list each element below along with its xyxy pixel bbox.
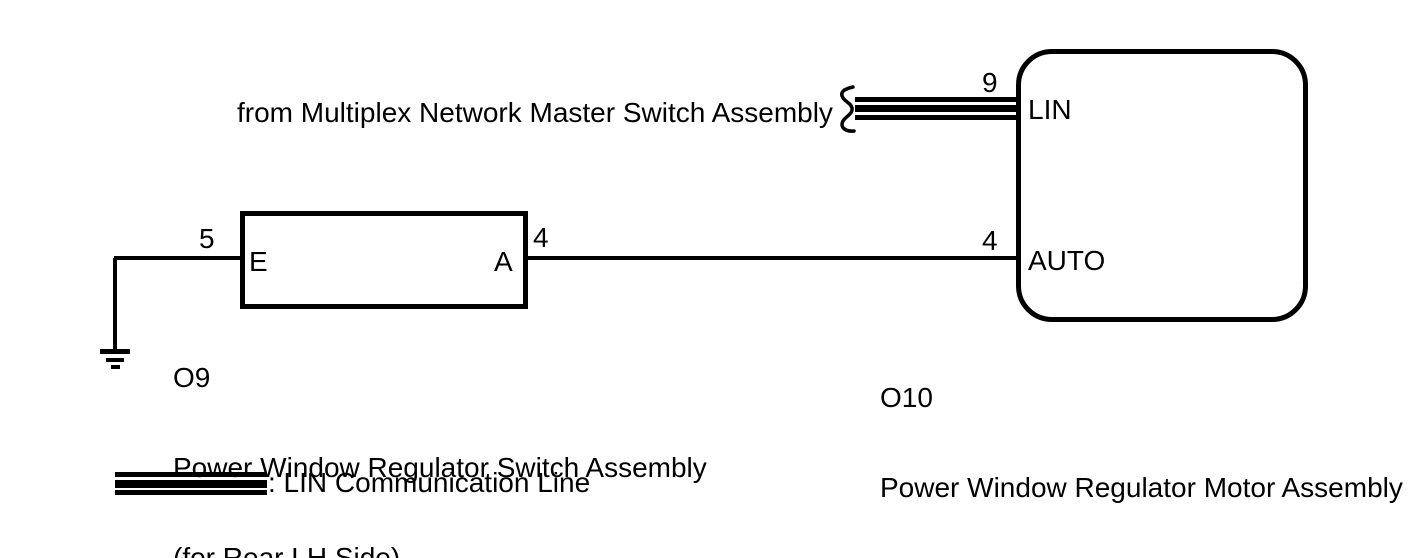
switch-pin-a-label: A [494,246,513,277]
lin-line-band [855,105,1016,112]
motor-assembly-box [1016,49,1308,322]
motor-pin-auto-label: AUTO [1028,245,1106,276]
motor-pin-lin-label: LIN [1028,94,1072,125]
legend-swatch-band [115,479,267,488]
wire-break-squiggle-icon [840,85,856,133]
ground-bar-narrow [111,365,120,369]
lin-striped-line [855,97,1016,120]
wire-e-to-ground [114,256,240,260]
ground-stem [113,258,117,350]
switch-assembly-variant: (for Rear LH Side) [173,542,401,558]
switch-assembly-code: O9 [173,362,211,393]
switch-pin-4-number: 4 [533,222,549,253]
switch-pin-5-number: 5 [199,223,215,254]
motor-assembly-code: O10 [880,382,933,413]
switch-assembly-box [240,211,528,309]
motor-assembly-caption: O10 Power Window Regulator Motor Assembl… [880,323,1403,558]
legend-lin-swatch [115,472,267,495]
switch-pin-e-label: E [249,246,268,277]
from-source-label: from Multiplex Network Master Switch Ass… [237,97,833,128]
lin-line-band [855,115,1016,120]
motor-pin-4-number: 4 [982,225,998,256]
lin-line-band [855,97,1016,102]
switch-assembly-name: Power Window Regulator Switch Assembly [173,452,707,483]
legend-label: : LIN Communication Line [268,467,591,498]
wire-a-to-auto [528,256,1016,260]
legend-swatch-band [115,490,267,495]
switch-assembly-caption: O9 Power Window Regulator Switch Assembl… [173,303,707,558]
motor-assembly-name: Power Window Regulator Motor Assembly [880,472,1403,503]
motor-pin-9-number: 9 [982,67,998,98]
ground-bar-medium [106,358,124,362]
ground-bar-wide [100,349,130,354]
legend-swatch-band [115,472,267,477]
